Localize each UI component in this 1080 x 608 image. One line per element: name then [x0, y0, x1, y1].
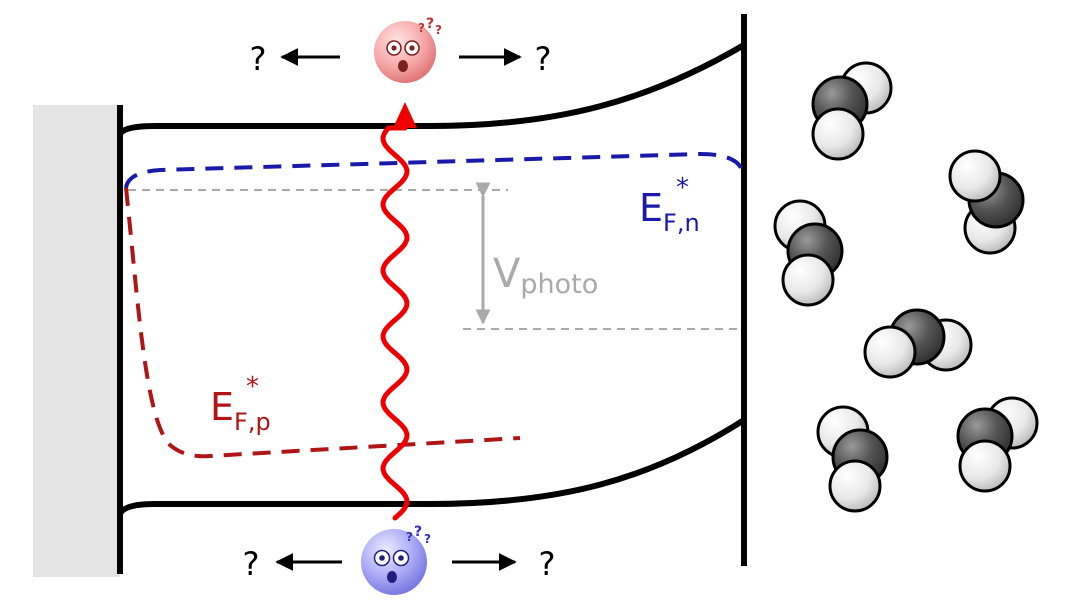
hole-right-qmark: ?	[539, 545, 556, 583]
photon-arrowhead	[393, 102, 417, 128]
conduction-band-edge	[117, 42, 746, 136]
hole-quasi-fermi-level	[124, 187, 521, 459]
svg-text:?: ?	[406, 530, 413, 544]
hole-quasi-fermi-star: *	[246, 372, 259, 402]
photon-wave	[380, 125, 410, 521]
back-contact	[33, 105, 120, 577]
valence-band-edge	[117, 417, 746, 516]
hole-quasi-fermi-label: EF,p	[210, 385, 271, 436]
electron-right-qmark: ?	[535, 40, 552, 78]
svg-text:?: ?	[426, 16, 434, 32]
svg-text:?: ?	[435, 23, 442, 37]
electron-carrier: ? ? ? ? ?	[250, 16, 552, 83]
molecule-5-icon	[816, 405, 889, 513]
molecule-1-icon	[811, 61, 893, 161]
hole-carrier: ? ? ? ? ?	[243, 524, 556, 595]
photovoltage-label: Vphoto	[493, 251, 598, 300]
electron-quasi-fermi-star: *	[676, 173, 689, 203]
molecule-4-icon	[863, 308, 973, 379]
svg-text:?: ?	[418, 21, 425, 35]
molecule-3-icon	[773, 199, 844, 307]
svg-text:?: ?	[424, 532, 431, 546]
hole-confused-face-icon: ? ? ?	[361, 524, 431, 595]
electron-quasi-fermi-level	[124, 151, 744, 189]
electron-quasi-fermi-label: EF,n	[639, 186, 700, 237]
hole-left-qmark: ?	[243, 545, 260, 583]
svg-text:?: ?	[414, 524, 422, 540]
molecule-2-icon	[948, 149, 1025, 255]
molecule-6-icon	[956, 396, 1039, 493]
electron-confused-face-icon: ? ? ?	[374, 16, 442, 83]
electron-left-qmark: ?	[250, 40, 267, 78]
